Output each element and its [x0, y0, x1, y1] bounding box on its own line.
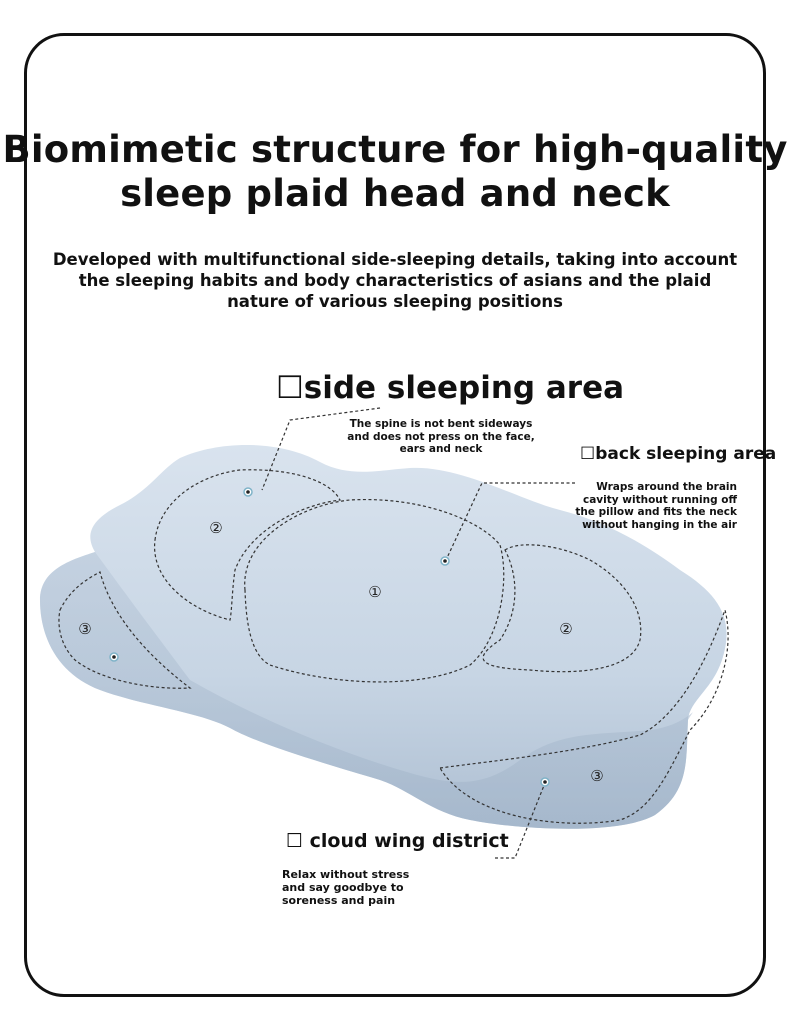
pillow-body: [40, 444, 727, 829]
zone-number-right-wing: ③: [590, 767, 603, 785]
zone-outline-right-side: [482, 544, 642, 673]
page-frame: [24, 33, 766, 997]
page-title: Biomimetic structure for high-quality sl…: [2, 128, 788, 215]
zone-number-left-wing: ③: [78, 620, 91, 638]
zone-outline-left-side: [154, 469, 341, 621]
back-sleeping-description: Wraps around the brain cavity without ru…: [575, 481, 737, 531]
zone-number-center: ①: [368, 583, 381, 601]
zone-outline-left-wing: [58, 571, 192, 689]
cloud-wing-description: Relax without stress and say goodbye to …: [282, 868, 410, 907]
zone-outline-center: [244, 498, 505, 683]
page-subtitle: Developed with multifunctional side-slee…: [52, 250, 738, 311]
leader-line-cloud: [495, 782, 546, 859]
zone-number-right-side: ②: [559, 620, 572, 638]
leader-line-back: [445, 482, 575, 561]
cloud-wing-label: ☐ cloud wing district: [286, 830, 509, 852]
zone-number-left-side: ②: [209, 519, 222, 537]
back-sleeping-label: ☐back sleeping area: [580, 444, 777, 464]
zone-outline-right-wing: [439, 607, 729, 824]
side-sleeping-description: The spine is not bent sideways and does …: [347, 418, 535, 455]
pillow-front-face: [40, 552, 693, 829]
leader-line-side: [261, 407, 381, 491]
side-sleeping-label: ☐side sleeping area: [276, 370, 625, 406]
